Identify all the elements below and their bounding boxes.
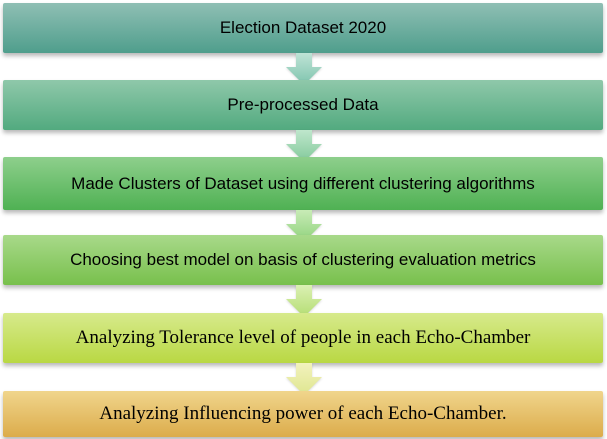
down-arrow-icon (286, 53, 322, 85)
step-analyzing-influence: Analyzing Influencing power of each Echo… (3, 391, 603, 437)
step-made-clusters: Made Clusters of Dataset using different… (3, 157, 603, 210)
step-preprocessed-data: Pre-processed Data (3, 80, 603, 130)
step-analyzing-tolerance: Analyzing Tolerance level of people in e… (3, 313, 603, 363)
down-arrow-icon (286, 210, 322, 242)
down-arrow-icon (286, 363, 322, 395)
step-label: Pre-processed Data (227, 95, 379, 114)
step-label: Analyzing Influencing power of each Echo… (99, 403, 507, 424)
step-election-dataset: Election Dataset 2020 (3, 3, 603, 53)
step-label: Choosing best model on basis of clusteri… (70, 250, 536, 269)
step-label: Made Clusters of Dataset using different… (71, 173, 535, 193)
down-arrow-icon (286, 285, 322, 317)
step-label: Analyzing Tolerance level of people in e… (75, 327, 531, 348)
step-choosing-best-model: Choosing best model on basis of clusteri… (3, 235, 603, 285)
down-arrow-icon (286, 130, 322, 162)
step-label: Election Dataset 2020 (219, 18, 387, 37)
